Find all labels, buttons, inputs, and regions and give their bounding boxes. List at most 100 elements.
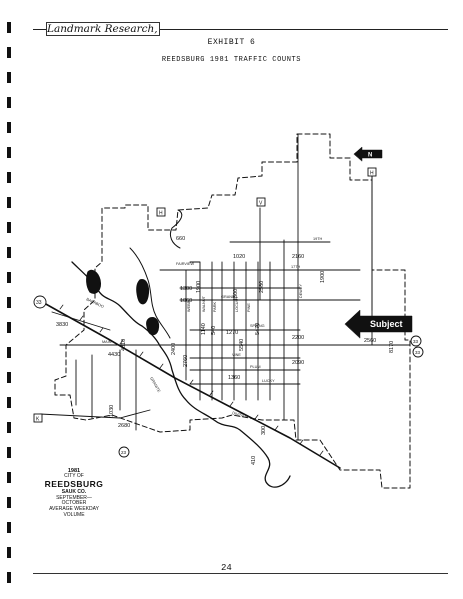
company-name: Landmark Research, Inc. [46, 22, 160, 36]
route-shield-h [156, 207, 166, 217]
city-limits [54, 133, 411, 489]
route-label-h2: H [370, 171, 374, 177]
route-label-33-east2: 33 [415, 350, 421, 355]
route-shield-33-west [33, 295, 47, 309]
street-grid [39, 133, 411, 441]
count-label: 1360 [228, 375, 240, 381]
binding-hole [7, 372, 11, 383]
legend-county: SAUK CO. [61, 488, 87, 495]
header-rule [33, 29, 448, 30]
binding-hole [7, 497, 11, 508]
lake-middle [136, 279, 150, 305]
route-shield-k [33, 413, 43, 423]
count-label: 410 [251, 456, 257, 465]
binding-hole [7, 272, 11, 283]
route-shield-33-east2 [412, 346, 424, 358]
count-label: 300 [261, 426, 267, 435]
street-label: VINE [232, 353, 241, 357]
route-label-h: H [159, 211, 163, 217]
count-label: 5540 [239, 339, 245, 351]
binding-hole [7, 97, 11, 108]
railroad-ties [59, 304, 324, 456]
street-label: GRANITE [149, 377, 161, 394]
legend-city: REEDSBURG [44, 479, 104, 490]
street-label: BARABOO [86, 297, 105, 309]
route-shields [33, 167, 424, 458]
count-label: 4810 [121, 339, 127, 351]
count-label: 1020 [233, 254, 245, 260]
binding-hole [7, 397, 11, 408]
footer-rule [33, 573, 448, 574]
street-label: LUCKY [262, 379, 275, 383]
binding-hole [7, 147, 11, 158]
count-label: 4430 [108, 352, 120, 358]
binding-hole [7, 222, 11, 233]
count-label: 1500 [233, 289, 239, 301]
north-label: N [368, 153, 372, 159]
route-shield-33-east [410, 335, 422, 347]
legend-city-of: CITY OF [64, 473, 84, 480]
count-label: 1030 [109, 405, 115, 417]
river-loop [169, 209, 183, 249]
route-label-33-west: 33 [36, 300, 42, 306]
river-branch [129, 247, 171, 339]
street-label: GRAND [221, 295, 235, 299]
legend-year: 1981 [67, 468, 81, 474]
lake-south [146, 317, 160, 336]
street-label: 17TH [291, 265, 301, 269]
count-label: 2560 [364, 338, 376, 344]
binding-hole [7, 197, 11, 208]
street-label: DEWEY [299, 284, 303, 298]
binding-hole [7, 22, 11, 33]
count-label: 2400 [171, 343, 177, 355]
route-label-23: 23 [121, 450, 127, 455]
binding-hole [7, 72, 11, 83]
binding-hole [7, 122, 11, 133]
route-label-k: K [36, 417, 40, 423]
count-label: 2680 [118, 423, 130, 429]
count-label: 1270 [226, 330, 238, 336]
street-label: 19TH [313, 237, 323, 241]
binding-hole [7, 47, 11, 58]
count-label: 1140 [201, 323, 207, 335]
binding-hole [7, 472, 11, 483]
binding-hole [7, 247, 11, 258]
count-label: 5470 [255, 323, 261, 335]
binding-hole [7, 347, 11, 358]
binding-hole [7, 547, 11, 558]
count-label: 540 [211, 326, 217, 335]
route-shield-v [256, 197, 266, 207]
binding-hole [7, 297, 11, 308]
map-legend: 1981 CITY OF REEDSBURG SAUK CO. SEPTEMBE… [44, 468, 104, 519]
count-label: 2200 [292, 335, 304, 341]
street-label: MAIN [102, 340, 112, 344]
exhibit-title: EXHIBIT 6 [207, 38, 256, 47]
street-label: DIVISION [232, 411, 249, 419]
count-label: 660 [176, 236, 185, 242]
legend-period: SEPTEMBER—OCTOBER [56, 494, 92, 507]
binding-hole [7, 422, 11, 433]
lake-north [86, 269, 101, 294]
street-label: FAIRVIEW [176, 262, 194, 266]
binding-hole [7, 522, 11, 533]
legend-measure: AVERAGE WEEKDAY VOLUME [49, 506, 99, 518]
street-label: SPRING [250, 324, 265, 328]
railroad [43, 302, 341, 469]
route-label-33-east: 33 [413, 339, 419, 344]
street-label: PARK [213, 301, 217, 312]
river [71, 261, 291, 488]
count-label: 8170 [389, 341, 395, 353]
route-label-v: V [259, 201, 263, 207]
count-label: 1300 [180, 286, 192, 292]
binding-hole [7, 572, 11, 583]
route-shield-23 [118, 446, 130, 458]
count-label: 3830 [56, 322, 68, 328]
street-label: LOCUST [235, 296, 239, 312]
street-label: PINE [247, 303, 251, 312]
count-label: 2090 [292, 360, 304, 366]
count-label: 1900 [196, 281, 202, 293]
subject-label: Subject [370, 319, 403, 329]
subject-arrow [344, 309, 413, 339]
